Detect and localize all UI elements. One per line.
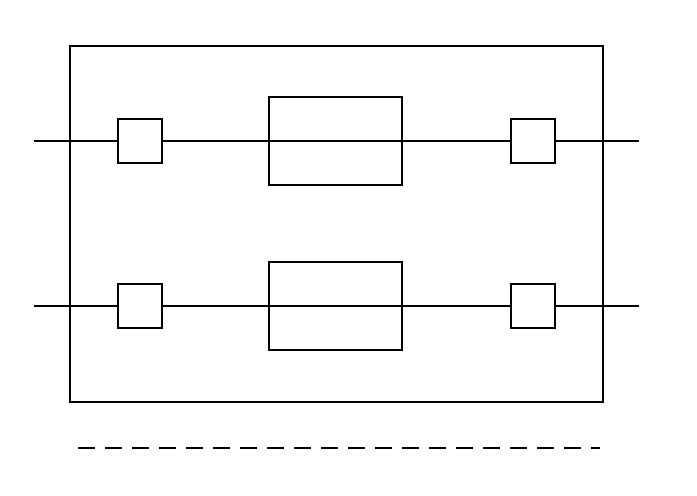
row-bottom	[34, 261, 639, 351]
bottom-left-small-box	[117, 283, 163, 329]
outer-enclosure	[69, 45, 604, 403]
row-top	[34, 96, 639, 186]
bottom-right-small-box	[510, 283, 556, 329]
bottom-large-box	[268, 261, 403, 351]
top-right-small-box	[510, 118, 556, 164]
top-large-box	[268, 96, 403, 186]
top-left-small-box	[117, 118, 163, 164]
